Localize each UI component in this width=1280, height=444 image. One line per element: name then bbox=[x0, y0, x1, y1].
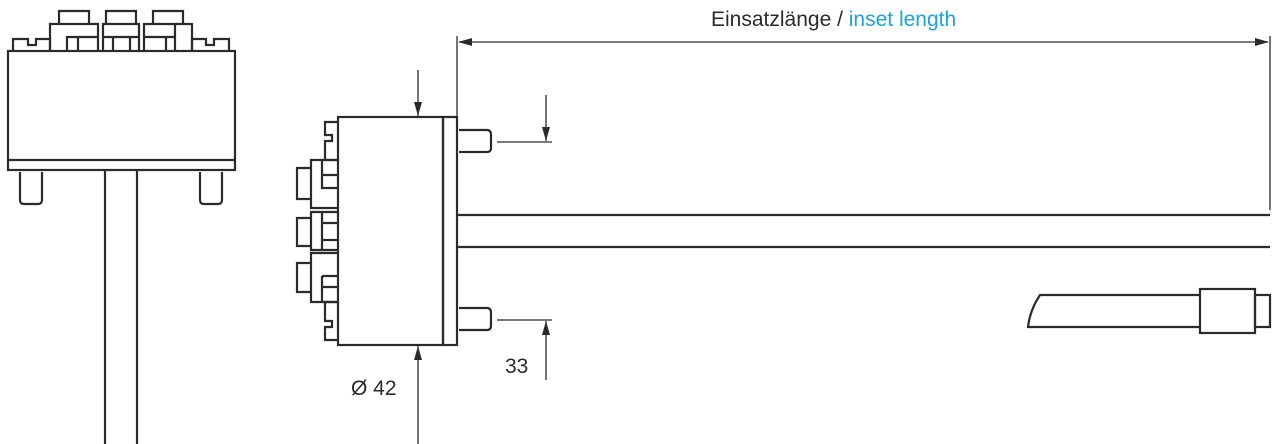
inset-length-en: inset length bbox=[848, 8, 957, 31]
inset-length-label: Einsatzlänge / inset length bbox=[711, 8, 956, 32]
probe-tip bbox=[1026, 287, 1272, 335]
inset-length-de: Einsatzlänge bbox=[711, 8, 832, 31]
front-view bbox=[295, 115, 1270, 347]
pin-offset-label: 33 bbox=[505, 355, 529, 378]
diameter-label: Ø 42 bbox=[351, 377, 397, 400]
label-separator: / bbox=[831, 8, 849, 31]
dimension-lines bbox=[414, 36, 1271, 444]
side-view bbox=[6, 9, 237, 444]
